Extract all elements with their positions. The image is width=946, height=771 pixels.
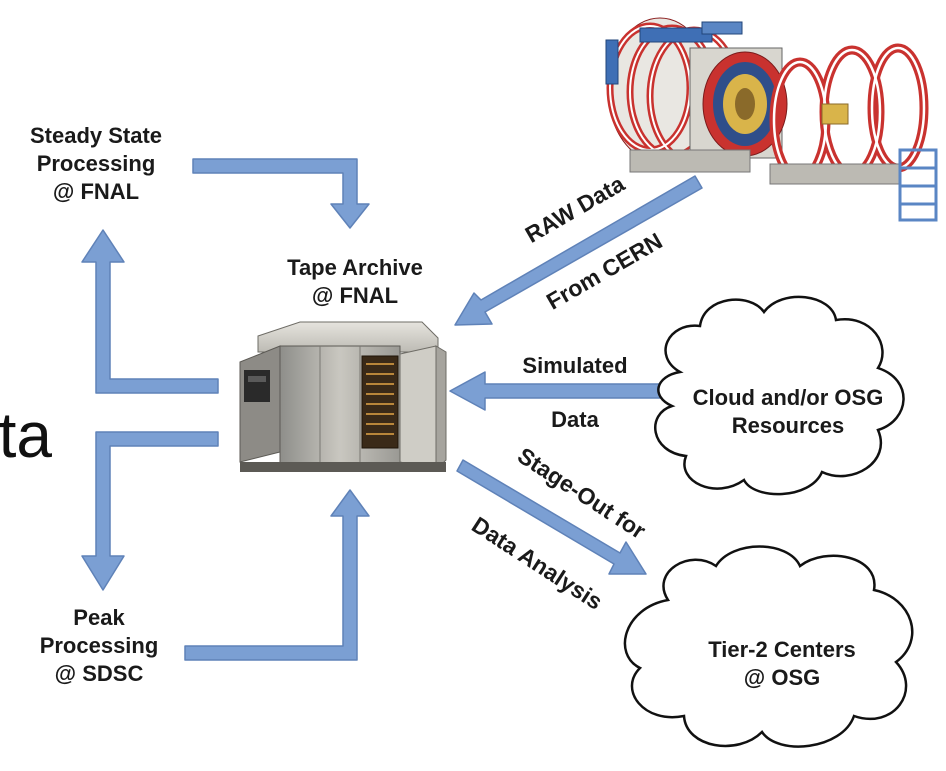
cropped-text: ta: [0, 399, 52, 471]
tape-archive-line-1: Tape Archive: [287, 255, 423, 280]
cloud-line-1: Cloud and/or OSG: [692, 385, 884, 410]
peak-processing-label: Peak Processing @ SDSC: [14, 604, 184, 688]
simulated-label: Simulated: [522, 353, 628, 378]
cloud-tier2-centers: [623, 545, 914, 748]
cloud-osg-resources-label: Cloud and/or OSG Resources: [678, 384, 898, 440]
steady-state-line-3: @ FNAL: [52, 179, 140, 205]
peak-line-1: Peak: [73, 605, 125, 630]
steady-state-line-1: Steady State: [29, 123, 163, 148]
tape-library-machine: [239, 321, 447, 472]
peak-line-3: @ SDSC: [54, 661, 144, 687]
arrow-steady-to-archive: [192, 158, 370, 229]
cloud-osg-resources: [654, 295, 905, 496]
arrow-raw-data-from-cern: [454, 175, 703, 326]
tier2-line-2: @ OSG: [743, 665, 821, 691]
steady-state-line-2: Processing: [36, 151, 156, 177]
steady-state-processing-label: Steady State Processing @ FNAL: [6, 122, 186, 206]
arrow-stage-out: [456, 459, 647, 575]
cms-detector-illustration: [605, 17, 938, 222]
cropped-text-fragment: ta: [0, 398, 60, 478]
tier2-line-1: Tier-2 Centers: [708, 637, 856, 662]
peak-line-2: Processing: [39, 633, 159, 659]
tape-archive-line-2: @ FNAL: [311, 283, 399, 309]
arrow-peak-to-archive: [184, 489, 370, 661]
tape-archive-label: Tape Archive @ FNAL: [260, 254, 450, 310]
arrow-archive-to-peak: [81, 431, 219, 591]
arrow-simulated-data: [449, 371, 663, 411]
tier2-centers-label: Tier-2 Centers @ OSG: [672, 636, 892, 692]
cloud-line-2: Resources: [731, 413, 845, 439]
simulated-data-label: Data: [551, 407, 599, 432]
arrow-archive-to-steady: [81, 229, 219, 394]
